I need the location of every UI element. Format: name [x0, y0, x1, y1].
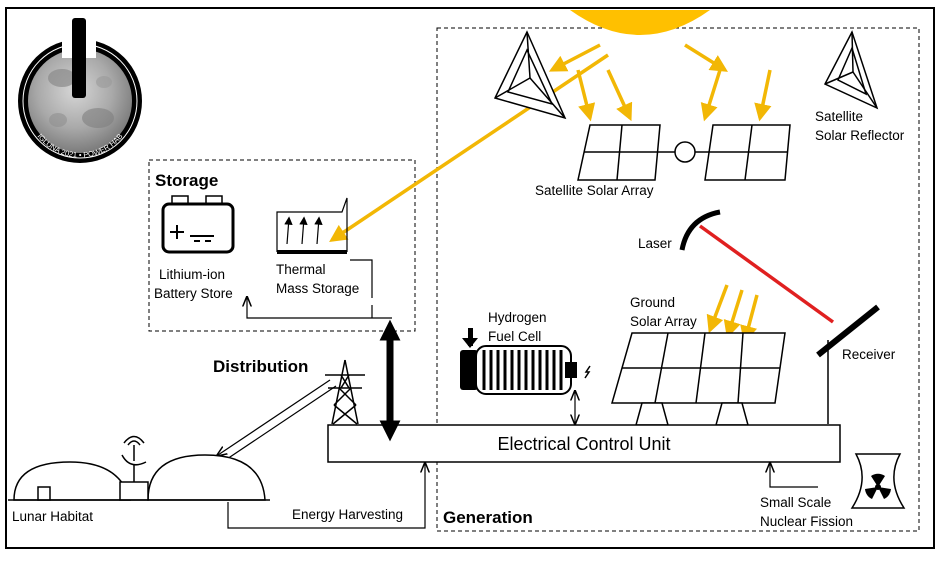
- storage-connectors: [247, 259, 392, 319]
- electrical-control-unit: [327, 424, 841, 463]
- outer-frame: [5, 7, 935, 549]
- energy-harvesting-connector: [227, 464, 425, 529]
- habitat-label: Lunar Habitat: [12, 509, 93, 524]
- radiation-icon: [850, 453, 906, 509]
- battery-label-line2: Battery Store: [154, 286, 233, 301]
- fuel-cell-label-line2: Fuel Cell: [488, 329, 541, 344]
- beam-sun-to-array-right: [700, 69, 722, 122]
- receiver-label: Receiver: [842, 347, 896, 362]
- energy-harvesting-label: Energy Harvesting: [292, 507, 403, 522]
- beam-ground-2: [723, 289, 744, 339]
- laser-beam: [698, 224, 835, 324]
- thermal-storage-icon: [276, 197, 348, 254]
- fuel-cell-icon: [460, 328, 591, 395]
- beam-to-right-reflector: [684, 43, 728, 72]
- spark-icon: [584, 365, 591, 379]
- distribution-title: Distribution: [213, 357, 308, 376]
- fission-connector: [770, 464, 818, 488]
- satellite-hub: [674, 141, 696, 163]
- power-tower-icon: [325, 359, 365, 425]
- solar-panel-icon: [611, 332, 786, 426]
- ground-array-label-line1: Ground: [630, 295, 675, 310]
- receiver-panel-icon: [816, 304, 880, 424]
- ecu-label: Electrical Control Unit: [497, 434, 670, 454]
- battery-label-line1: Lithium-ion: [159, 267, 225, 282]
- power-button-moon-icon: [72, 18, 86, 98]
- thermal-label-line1: Thermal: [276, 262, 326, 277]
- storage-title: Storage: [155, 171, 218, 190]
- battery-icon: [161, 195, 235, 254]
- tower-to-habitat-lines: [218, 379, 337, 462]
- fuel-cell-label-line1: Hydrogen: [488, 310, 547, 325]
- beam-to-left-reflector: [548, 43, 601, 72]
- storage-region: [148, 159, 416, 332]
- beam-left-reflector-to-array: [576, 69, 596, 122]
- reflector-label-line2: Solar Reflector: [815, 128, 905, 143]
- laser-emitter-icon: [679, 209, 721, 251]
- satellite-array-label: Satellite Solar Array: [535, 183, 654, 198]
- generation-region: [436, 27, 920, 532]
- beam-sun-to-array-left: [606, 69, 633, 122]
- satellite-icon: [577, 124, 791, 181]
- beam-right-reflector-to-array: [754, 69, 772, 122]
- generation-title: Generation: [443, 508, 533, 527]
- reflector-icon: [493, 30, 879, 120]
- laser-label: Laser: [638, 236, 672, 251]
- solar-beams: [329, 43, 772, 344]
- beam-to-thermal-storage: [329, 53, 609, 242]
- thermal-label-line2: Mass Storage: [276, 281, 359, 296]
- habitat-dome-icon: [8, 435, 270, 501]
- fission-label-line2: Nuclear Fission: [760, 514, 853, 529]
- fission-label-line1: Small Scale: [760, 495, 831, 510]
- beam-ground-1: [706, 284, 729, 334]
- sun-icon: [570, 10, 710, 35]
- ground-array-label-line2: Solar Array: [630, 314, 697, 329]
- logo: IGLUNA 2021 • POWER HAB: [18, 18, 142, 163]
- reflector-label-line1: Satellite: [815, 109, 863, 124]
